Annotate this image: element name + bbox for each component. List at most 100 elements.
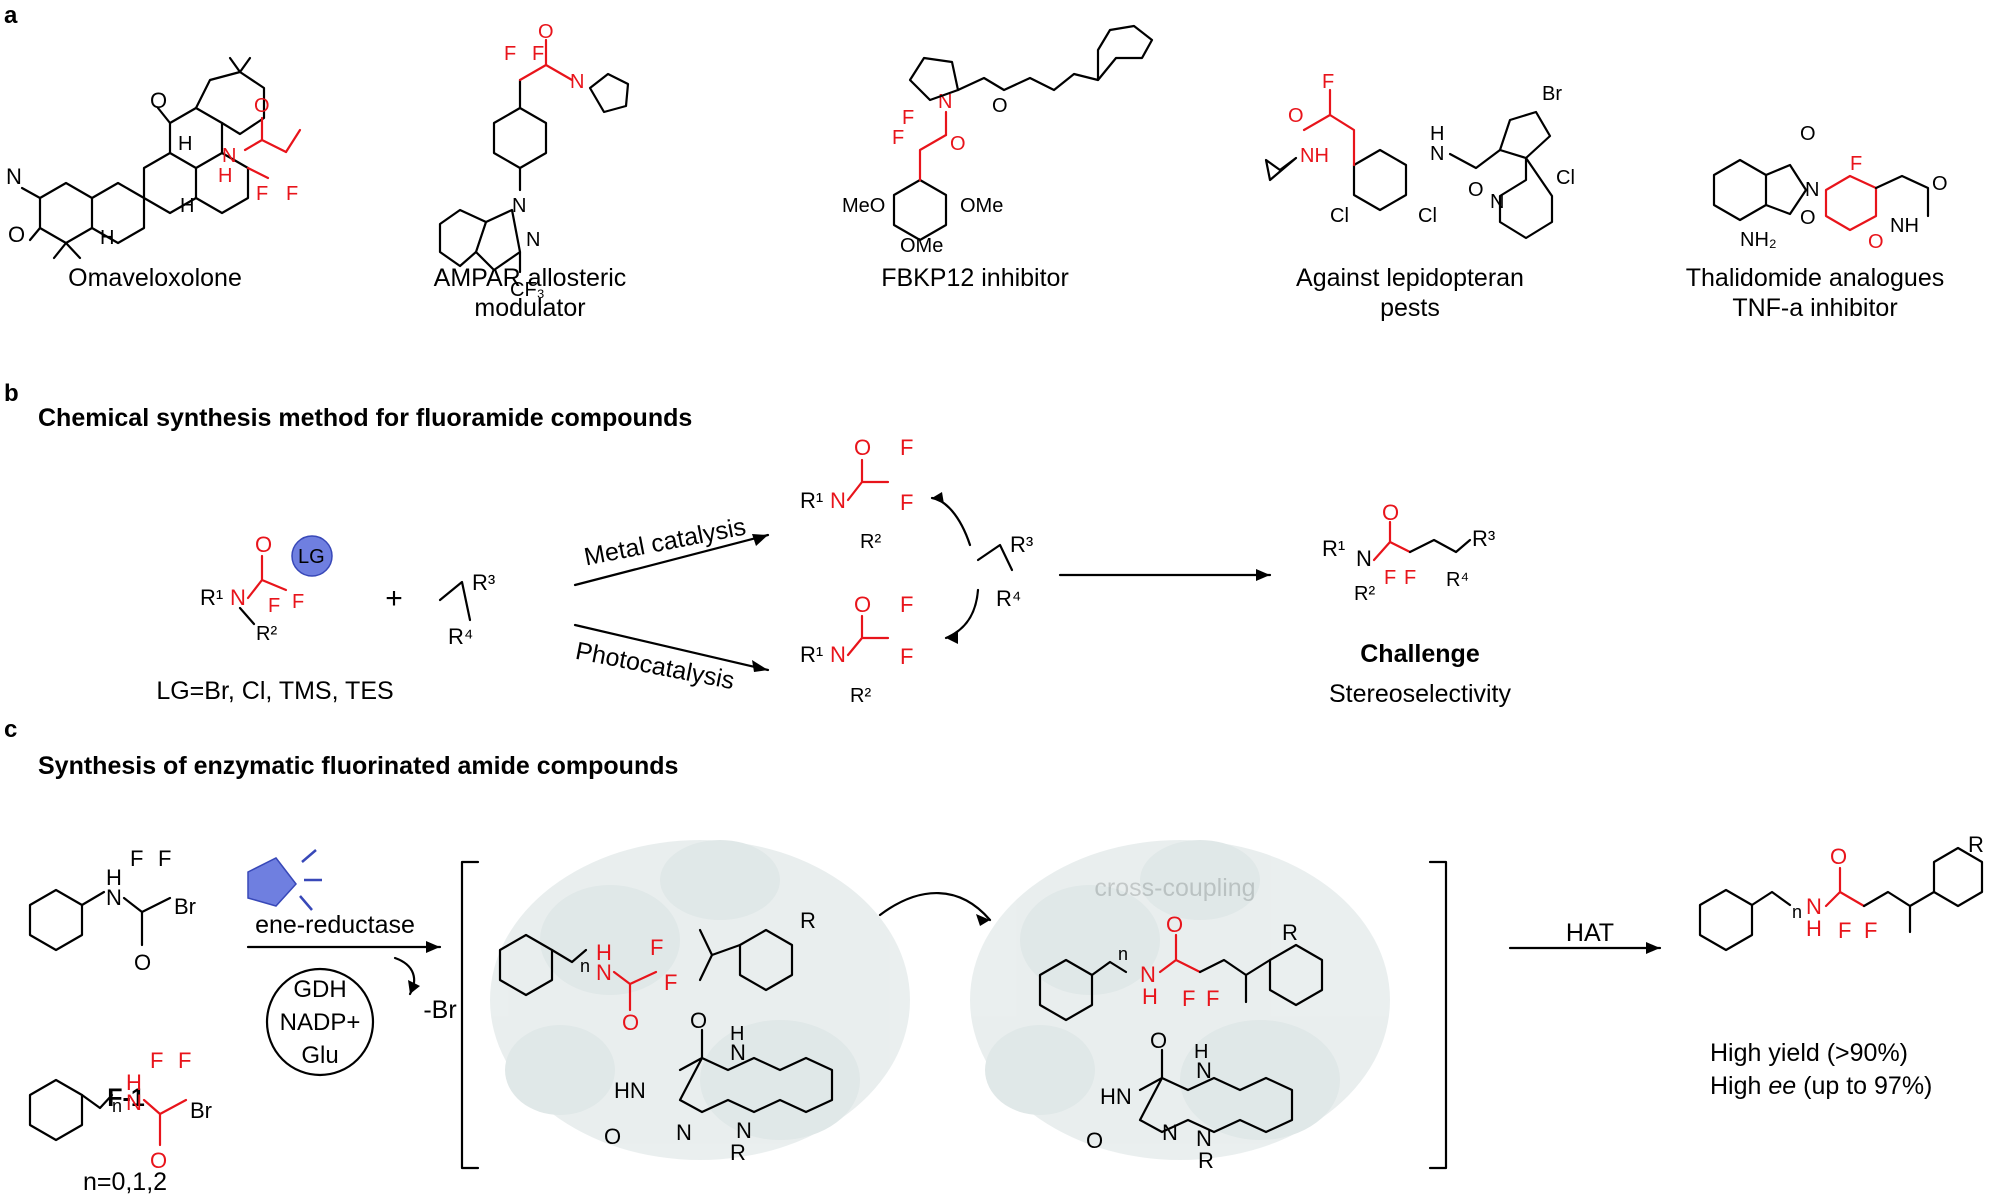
svg-text:O: O	[254, 95, 270, 117]
svg-text:N: N	[6, 164, 22, 189]
svg-text:O: O	[854, 435, 871, 460]
svg-text:N: N	[526, 229, 540, 251]
hat-label: HAT	[1565, 919, 1615, 947]
svg-text:H: H	[596, 940, 612, 965]
svg-text:R¹: R¹	[800, 642, 823, 667]
thalidomide-structure: O O N NH₂ F O O NH	[1712, 123, 1948, 253]
arrow-photo	[573, 623, 770, 672]
svg-text:O: O	[255, 532, 272, 557]
svg-text:n: n	[1792, 902, 1802, 922]
svg-text:O: O	[690, 1008, 707, 1033]
svg-text:N: N	[1196, 1058, 1212, 1083]
svg-text:N: N	[1140, 962, 1156, 987]
arrow-metal	[573, 533, 770, 587]
svg-text:F: F	[532, 43, 544, 65]
svg-text:O: O	[1166, 912, 1183, 937]
svg-text:R⁴: R⁴	[1446, 569, 1469, 591]
alkene-reagent: R³ R⁴	[438, 570, 495, 649]
substrate-homologues: n H N O F F Br	[28, 1048, 212, 1173]
svg-text:O: O	[150, 88, 167, 113]
bracket-right	[1428, 860, 1448, 1170]
svg-text:R¹: R¹	[1322, 536, 1345, 561]
svg-text:O: O	[622, 1010, 639, 1035]
metal-intermediate: R¹ N O F F R²	[800, 435, 913, 553]
panel-c-heading: Synthesis of enzymatic fluorinated amide…	[38, 752, 679, 780]
svg-text:O: O	[1468, 179, 1484, 201]
svg-text:R: R	[730, 1140, 746, 1165]
svg-text:N: N	[230, 585, 246, 610]
svg-text:O: O	[150, 1148, 167, 1173]
svg-text:N: N	[736, 1118, 752, 1143]
svg-text:Br: Br	[190, 1098, 212, 1123]
svg-text:Br: Br	[1542, 83, 1562, 105]
svg-text:F: F	[1864, 918, 1877, 943]
leaving-br: -Br	[423, 996, 457, 1024]
svg-text:F: F	[130, 846, 143, 871]
svg-text:F: F	[178, 1048, 191, 1073]
svg-text:H: H	[1142, 984, 1158, 1009]
svg-text:Cl: Cl	[1418, 205, 1437, 227]
svg-text:R³: R³	[1472, 526, 1495, 551]
svg-text:F: F	[902, 107, 914, 129]
fluoroamide-reagent: R¹ N O F F R² LG	[200, 532, 333, 645]
svg-text:F: F	[150, 1048, 163, 1073]
bracket-left	[460, 860, 480, 1170]
svg-text:O: O	[854, 592, 871, 617]
svg-text:F: F	[664, 970, 677, 995]
svg-text:CF₃: CF₃	[510, 279, 545, 301]
ampar-structure: O F F N N N CF₃	[438, 21, 630, 301]
svg-text:MeO: MeO	[842, 195, 885, 217]
svg-text:R: R	[1282, 920, 1298, 945]
omaveloxolone-structure: O N O H H H H N O F F	[6, 56, 302, 260]
cofactor-circle	[265, 967, 375, 1077]
svg-text:F: F	[1838, 918, 1851, 943]
panel-a-letter: a	[4, 2, 18, 29]
svg-text:N: N	[126, 1090, 142, 1115]
svg-text:H: H	[100, 227, 114, 249]
svg-text:O: O	[134, 950, 151, 975]
svg-text:O: O	[950, 133, 966, 155]
svg-text:O: O	[1288, 105, 1304, 127]
right-coupling-complex: n N H O F F R HN O O N H N N R	[1038, 912, 1324, 1173]
svg-text:F: F	[268, 595, 280, 617]
svg-text:F: F	[1206, 986, 1219, 1011]
cofactor-gdh: GDH	[293, 976, 347, 1003]
svg-text:R³: R³	[472, 570, 495, 595]
svg-text:HN: HN	[1100, 1084, 1132, 1109]
product-b: R¹ N O F F R³ R⁴ R²	[1322, 500, 1495, 605]
svg-text:R²: R²	[850, 685, 871, 707]
svg-text:O: O	[8, 222, 25, 247]
panel-b-letter: b	[4, 380, 19, 407]
svg-text:F: F	[1182, 986, 1195, 1011]
svg-text:F: F	[256, 183, 268, 205]
fbkp12-structure: O F F N O MeO OMe OMe	[842, 24, 1154, 257]
cofactor-glu: Glu	[301, 1042, 339, 1069]
final-product: n N H O F F R	[1698, 832, 1984, 952]
plus-sign: +	[385, 582, 403, 615]
result-ee: High ee (up to 97%)	[1710, 1072, 1933, 1100]
result-yield: High yield (>90%)	[1710, 1039, 1909, 1067]
svg-text:F: F	[650, 935, 663, 960]
svg-text:N: N	[1356, 546, 1372, 571]
svg-text:R: R	[1968, 832, 1984, 857]
svg-text:R²: R²	[860, 531, 881, 553]
svg-text:F: F	[900, 490, 913, 515]
alkene-partner: R³ R⁴	[930, 492, 1033, 644]
svg-text:LG: LG	[298, 546, 325, 568]
svg-text:N: N	[1806, 894, 1822, 919]
svg-text:F: F	[1850, 153, 1862, 175]
svg-text:H: H	[1430, 123, 1444, 145]
svg-text:O: O	[1800, 123, 1816, 145]
svg-text:R²: R²	[256, 623, 277, 645]
svg-text:R¹: R¹	[200, 585, 223, 610]
svg-text:R³: R³	[1010, 532, 1033, 557]
lepidopteran-structure: F O NH Cl Cl H N O Br Cl N	[1264, 71, 1575, 240]
svg-text:F: F	[900, 435, 913, 460]
svg-text:F: F	[892, 127, 904, 149]
svg-text:OMe: OMe	[900, 235, 943, 257]
panel-b-heading: Chemical synthesis method for fluoramide…	[38, 404, 693, 432]
svg-text:O: O	[538, 21, 554, 43]
